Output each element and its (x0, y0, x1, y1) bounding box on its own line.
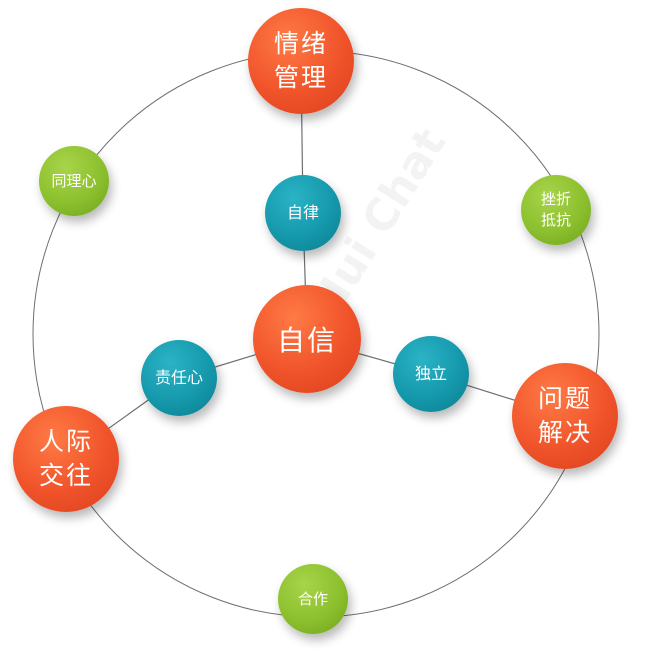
node-problem-solving-line2: 解决 (537, 418, 592, 447)
node-emotion-management-line2: 管理 (273, 63, 328, 92)
node-independence-label: 独立 (414, 364, 447, 383)
node-emotion-management-line1: 情绪 (273, 29, 328, 58)
node-frustration-resistance-line1: 挫折 (540, 190, 571, 208)
node-empathy-label: 同理心 (51, 171, 97, 190)
node-independence: 独立 (393, 336, 469, 412)
node-confidence-label: 自信 (276, 324, 337, 357)
node-self-discipline: 自律 (265, 175, 341, 251)
node-frustration-resistance-line2: 抵抗 (540, 211, 571, 229)
node-frustration-resistance: 挫折 抵抗 (521, 175, 591, 245)
node-interpersonal-line1: 人际 (38, 427, 93, 456)
node-cooperation-label: 合作 (297, 589, 328, 608)
node-emotion-management: 情绪 管理 (248, 8, 354, 114)
node-interpersonal: 人际 交往 (13, 406, 119, 512)
node-self-discipline-label: 自律 (286, 203, 319, 222)
node-cooperation: 合作 (278, 564, 348, 634)
node-interpersonal-line2: 交往 (38, 461, 93, 490)
node-confidence: 自信 (253, 285, 361, 393)
node-responsibility-label: 责任心 (154, 368, 203, 387)
node-problem-solving: 问题 解决 (512, 363, 618, 469)
node-problem-solving-line1: 问题 (537, 384, 592, 413)
node-responsibility: 责任心 (141, 340, 217, 416)
node-empathy: 同理心 (39, 146, 109, 216)
